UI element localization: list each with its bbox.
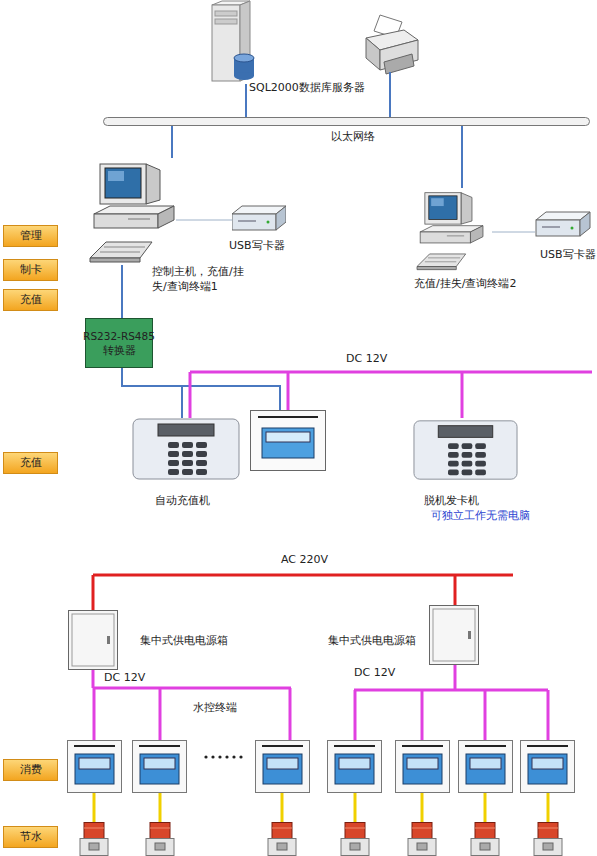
wire-label: 水控终端 [193, 701, 237, 715]
cable-connector [176, 220, 232, 221]
function-tag: 制卡 [3, 259, 58, 281]
function-tag: 管理 [3, 225, 58, 247]
node-text: 可独立工作无需电脑 [431, 508, 551, 523]
water-terminal-icon [68, 741, 575, 793]
node-text: 消费 [0, 760, 63, 780]
cable-connector [461, 126, 463, 188]
wire-label: DC 12V [354, 666, 395, 680]
network-cable [389, 72, 391, 117]
wire-label: DC 12V [346, 352, 387, 366]
power-box-icon [430, 606, 479, 665]
node-text: 控制主机，充值/挂失/查询终端1 [152, 264, 256, 294]
cable-connector [492, 232, 535, 233]
recharge-machine-node: 自动充值机 [132, 418, 240, 480]
node-text: 管理 [0, 226, 63, 246]
node-text: 节水 [0, 827, 63, 847]
power-box-icon [69, 611, 118, 670]
card-reader-icon [232, 206, 286, 230]
computer-icon [417, 193, 483, 270]
dc-power-wire [93, 665, 548, 740]
terminal-device-icon [251, 411, 326, 471]
water-valve-icon [80, 823, 562, 856]
ellipsis-dots [204, 755, 242, 758]
node-text: 充值 [0, 290, 63, 310]
ac-power-wire [93, 575, 513, 610]
recharge-machine-icon [133, 419, 239, 479]
cable-connector [171, 126, 173, 158]
function-tag: 节水 [3, 826, 58, 848]
power-box-node: 集中式供电电源箱 [68, 610, 118, 670]
function-tag: 充值 [3, 289, 58, 311]
function-tag: 充值 [3, 452, 58, 474]
node-text: 自动充值机 [155, 493, 235, 508]
converter-box: RS232-RS485 转换器 [85, 318, 153, 368]
card-issuer-node: 脱机发卡机可独立工作无需电脑 [413, 418, 518, 482]
server-icon [212, 1, 254, 81]
wire-label: DC 12V [104, 671, 145, 685]
card-reader-node: USB写卡器 [232, 204, 286, 232]
cable-connector [245, 84, 247, 117]
node-text: 充值 [0, 453, 63, 473]
card-issuer-icon [414, 421, 517, 479]
cable-connector [122, 368, 182, 418]
node-text: 以太网络 [331, 129, 401, 144]
wire-label: AC 220V [281, 553, 328, 567]
node-text: 脱机发卡机 [424, 493, 514, 508]
card-reader-icon [536, 212, 590, 236]
computer-icon [90, 164, 174, 262]
node-text: USB写卡器 [229, 238, 299, 253]
node-text: 制卡 [0, 260, 63, 280]
valve-wire [94, 793, 548, 822]
power-box-node: 集中式供电电源箱 [428, 605, 480, 665]
node-text: SQL2000数据库服务器 [249, 80, 379, 95]
computer-node: 控制主机，充值/挂失/查询终端1 [88, 158, 176, 265]
cable-connector [121, 265, 123, 318]
printer-icon [366, 15, 418, 74]
node-text: RS232-RS485 转换器 [80, 319, 158, 367]
card-reader-node: USB写卡器 [535, 210, 591, 238]
ethernet-bus: 以太网络 [103, 117, 590, 126]
rs485-cable [122, 386, 280, 410]
function-tag: 消费 [3, 759, 58, 781]
node-text: 充值/挂失/查询终端2 [414, 276, 554, 291]
node-text: 集中式供电电源箱 [328, 633, 443, 648]
node-text: USB写卡器 [540, 247, 597, 262]
computer-node: 充值/挂失/查询终端2 [408, 188, 492, 272]
node-text: 集中式供电电源箱 [140, 633, 260, 648]
server-node: SQL2000数据库服务器 [205, 0, 252, 84]
